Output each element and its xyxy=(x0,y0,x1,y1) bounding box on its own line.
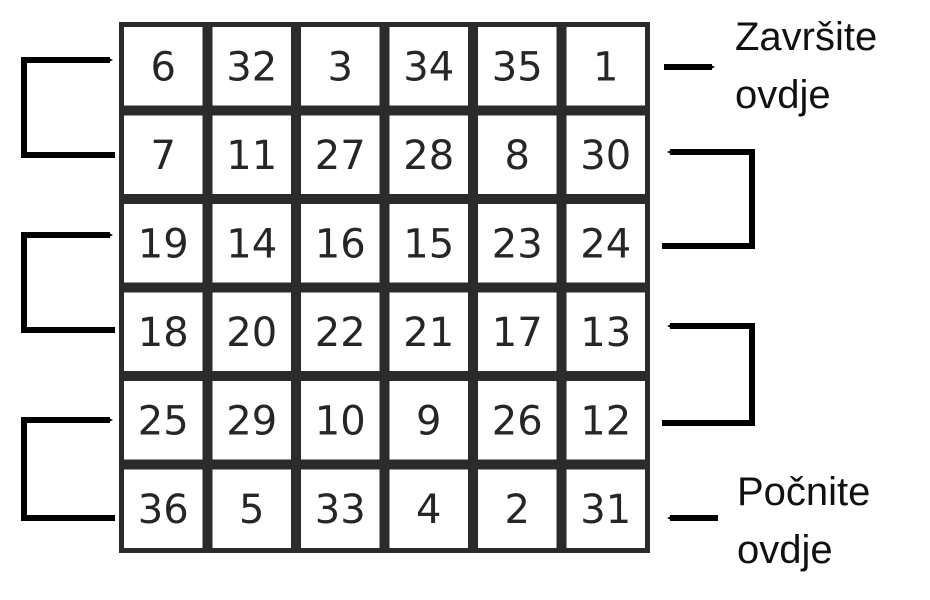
cell-number: 21 xyxy=(403,310,454,356)
cell-number: 12 xyxy=(580,398,631,444)
cell-number: 3 xyxy=(328,44,353,90)
cell-number: 4 xyxy=(416,487,441,533)
grid-cell xyxy=(389,292,468,371)
cell-number: 34 xyxy=(403,44,454,90)
cell-number: 15 xyxy=(403,221,454,267)
cell-number: 36 xyxy=(138,487,189,533)
cell-number: 14 xyxy=(226,221,277,267)
grid-cell xyxy=(389,27,468,106)
cell-number: 25 xyxy=(138,398,189,444)
grid-cell xyxy=(566,469,645,548)
grid-cell xyxy=(566,292,645,371)
grid-cell xyxy=(301,292,380,371)
grid-cell xyxy=(478,292,557,371)
grid-cell xyxy=(124,115,203,194)
grid-cell xyxy=(124,27,203,106)
cell-number: 24 xyxy=(580,221,631,267)
grid-cell xyxy=(301,381,380,460)
grid-cell xyxy=(124,469,203,548)
cell-number: 9 xyxy=(416,398,441,444)
cell-number: 27 xyxy=(315,133,366,179)
grid-cell xyxy=(212,381,291,460)
cell-number: 13 xyxy=(580,310,631,356)
cell-number: 22 xyxy=(315,310,366,356)
cell-number: 11 xyxy=(226,133,277,179)
left-turn-arrow-row4-to-row3-arrow-right-icon xyxy=(21,232,115,333)
grid-cell xyxy=(212,292,291,371)
grid-cell xyxy=(478,204,557,283)
cell-number: 6 xyxy=(151,44,176,90)
cell-number: 16 xyxy=(315,221,366,267)
cell-number: 32 xyxy=(226,44,277,90)
right-turn-arrow-row5-to-row4-arrow-right-icon xyxy=(662,323,755,426)
grid-cell xyxy=(389,469,468,548)
cell-number: 1 xyxy=(593,44,618,90)
cell-number: 29 xyxy=(226,398,277,444)
grid-cell xyxy=(301,204,380,283)
cell-number: 17 xyxy=(492,310,543,356)
start-label-line2: ovdje xyxy=(737,528,833,572)
grid-cell xyxy=(124,204,203,283)
grid-cell xyxy=(389,115,468,194)
grid-cell xyxy=(566,115,645,194)
grid-cell xyxy=(212,27,291,106)
grid-cell xyxy=(301,469,380,548)
cell-number: 35 xyxy=(492,44,543,90)
left-turn-arrow-row6-to-row5-arrow-right-icon xyxy=(21,417,115,521)
right-turn-arrow-row3-to-row2-arrow-right-icon xyxy=(662,149,755,249)
cell-number: 28 xyxy=(403,133,454,179)
grid-cell xyxy=(478,381,557,460)
cell-number: 8 xyxy=(505,133,530,179)
grid-cell xyxy=(124,381,203,460)
cell-number: 10 xyxy=(315,398,366,444)
grid-cell xyxy=(389,204,468,283)
path-arrows xyxy=(21,57,755,521)
grid-frame xyxy=(119,22,650,553)
grid-cell xyxy=(566,27,645,106)
grid-cell xyxy=(212,469,291,548)
grid-cell xyxy=(478,27,557,106)
cell-number: 30 xyxy=(580,133,631,179)
cell-number: 26 xyxy=(492,398,543,444)
grid-cell xyxy=(301,27,380,106)
grid-cell xyxy=(212,115,291,194)
left-turn-arrow-row2-to-row1-arrow-right-icon xyxy=(21,57,115,158)
cell-number: 5 xyxy=(239,487,264,533)
grid-cell xyxy=(566,381,645,460)
grid-cell xyxy=(124,292,203,371)
cell-number: 7 xyxy=(151,133,176,179)
cell-number: 33 xyxy=(315,487,366,533)
cell-number: 23 xyxy=(492,221,543,267)
cell-number: 20 xyxy=(226,310,277,356)
cell-number: 31 xyxy=(580,487,631,533)
grid-cell xyxy=(212,204,291,283)
grid-cell xyxy=(478,115,557,194)
cell-number: 2 xyxy=(505,487,530,533)
cell-number: 19 xyxy=(138,221,189,267)
grid-cell xyxy=(301,115,380,194)
grid-cell xyxy=(389,381,468,460)
end-label-line2: ovdje xyxy=(735,73,831,117)
grid-cell xyxy=(478,469,557,548)
cell-number: 18 xyxy=(138,310,189,356)
grid-cell xyxy=(566,204,645,283)
start-label-line1: Počnite xyxy=(737,470,870,514)
end-label-line1: Završite xyxy=(735,15,877,59)
